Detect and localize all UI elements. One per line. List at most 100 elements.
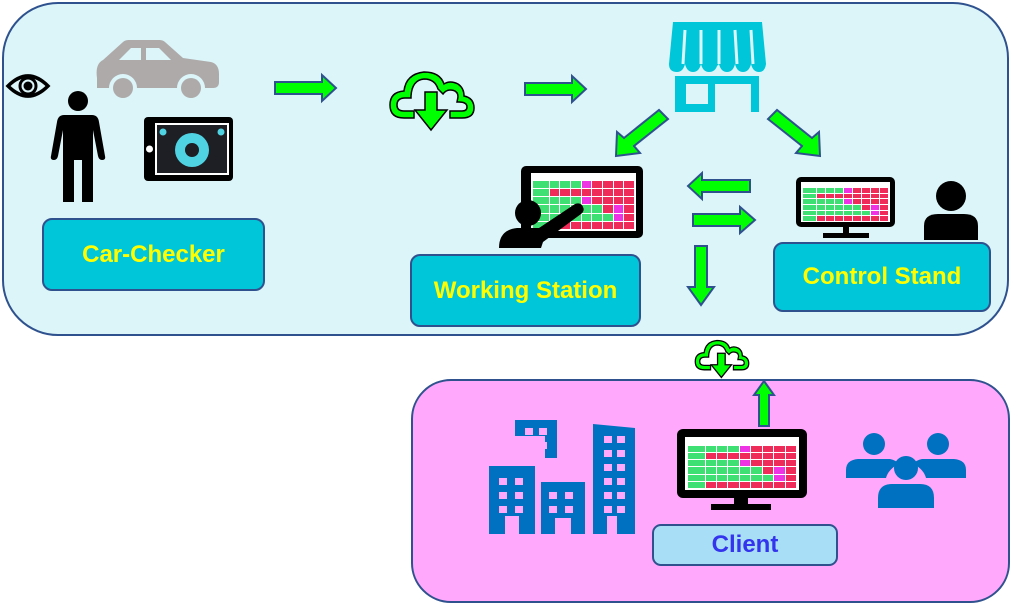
presenter-icon	[499, 200, 584, 248]
table-cell	[816, 193, 825, 199]
table-cell	[834, 204, 843, 210]
table-cell	[549, 181, 560, 189]
table-cell	[624, 205, 634, 213]
table-cell	[688, 467, 705, 474]
table-cell	[751, 481, 762, 488]
table-cell	[825, 216, 834, 221]
table-cell	[834, 210, 843, 216]
table-cell	[803, 199, 816, 204]
table-cell	[549, 197, 560, 205]
table-cell	[785, 467, 796, 474]
table-cell	[549, 205, 560, 213]
table-cell	[592, 181, 602, 189]
table-cell	[879, 204, 888, 210]
table-cell	[570, 181, 581, 189]
buildings-icon	[489, 420, 635, 534]
table-cell	[613, 197, 624, 205]
table-cell	[785, 474, 796, 481]
table-cell	[774, 453, 785, 460]
table-cell	[852, 210, 861, 216]
table-cell	[870, 210, 879, 216]
table-cell	[624, 197, 634, 205]
table-cell	[549, 189, 560, 197]
table-cell	[592, 221, 602, 229]
table-cell	[861, 204, 870, 210]
table-cell	[739, 460, 751, 467]
table-cell	[843, 188, 852, 193]
table-cell	[825, 199, 834, 204]
client-label: Client	[652, 524, 838, 566]
table-cell	[728, 481, 739, 488]
table-cell	[762, 481, 774, 488]
table-cell	[861, 210, 870, 216]
table-cell	[879, 199, 888, 204]
table-cell	[739, 474, 751, 481]
arrow-right-icon	[274, 72, 338, 104]
table-cell	[816, 204, 825, 210]
table-cell	[843, 210, 852, 216]
table-cell	[717, 467, 728, 474]
table-cell	[602, 189, 613, 197]
table-cell	[861, 193, 870, 199]
table-cell	[602, 181, 613, 189]
table-cell	[705, 460, 717, 467]
table-cell	[592, 189, 602, 197]
table-cell	[705, 481, 717, 488]
control-stand-monitor	[796, 177, 895, 231]
table-cell	[717, 460, 728, 467]
table-cell	[728, 474, 739, 481]
table-cell	[581, 221, 592, 229]
table-cell	[602, 213, 613, 221]
table-cell	[762, 453, 774, 460]
table-cell	[843, 199, 852, 204]
person-icon	[50, 91, 106, 202]
table-cell	[803, 204, 816, 210]
table-cell	[861, 216, 870, 221]
table-cell	[705, 453, 717, 460]
table-cell	[852, 204, 861, 210]
table-cell	[560, 189, 570, 197]
table-cell	[870, 193, 879, 199]
shop-icon	[669, 22, 766, 112]
table-cell	[613, 189, 624, 197]
table-cell	[592, 197, 602, 205]
table-cell	[870, 199, 879, 204]
table-cell	[688, 446, 705, 453]
arrow-down-left-icon	[614, 108, 670, 158]
table-cell	[688, 481, 705, 488]
table-cell	[705, 474, 717, 481]
table-cell	[602, 197, 613, 205]
working-station-screen	[521, 166, 643, 238]
table-cell	[533, 213, 549, 221]
car-checker-label: Car-Checker	[42, 218, 265, 291]
table-cell	[549, 213, 560, 221]
table-cell	[581, 181, 592, 189]
table-cell	[592, 213, 602, 221]
table-cell	[816, 199, 825, 204]
table-cell	[816, 216, 825, 221]
status-table	[688, 446, 796, 488]
table-cell	[613, 213, 624, 221]
status-table	[803, 188, 888, 221]
table-cell	[816, 188, 825, 193]
table-cell	[624, 189, 634, 197]
table-cell	[592, 205, 602, 213]
table-cell	[751, 453, 762, 460]
table-cell	[602, 221, 613, 229]
table-cell	[870, 204, 879, 210]
table-cell	[843, 216, 852, 221]
table-cell	[879, 193, 888, 199]
table-cell	[560, 181, 570, 189]
table-cell	[739, 453, 751, 460]
table-cell	[570, 221, 581, 229]
table-cell	[861, 188, 870, 193]
table-cell	[717, 453, 728, 460]
table-cell	[581, 189, 592, 197]
table-cell	[774, 446, 785, 453]
table-cell	[834, 188, 843, 193]
table-cell	[751, 467, 762, 474]
table-cell	[852, 199, 861, 204]
table-cell	[581, 197, 592, 205]
client-monitor	[677, 429, 807, 513]
table-cell	[834, 199, 843, 204]
